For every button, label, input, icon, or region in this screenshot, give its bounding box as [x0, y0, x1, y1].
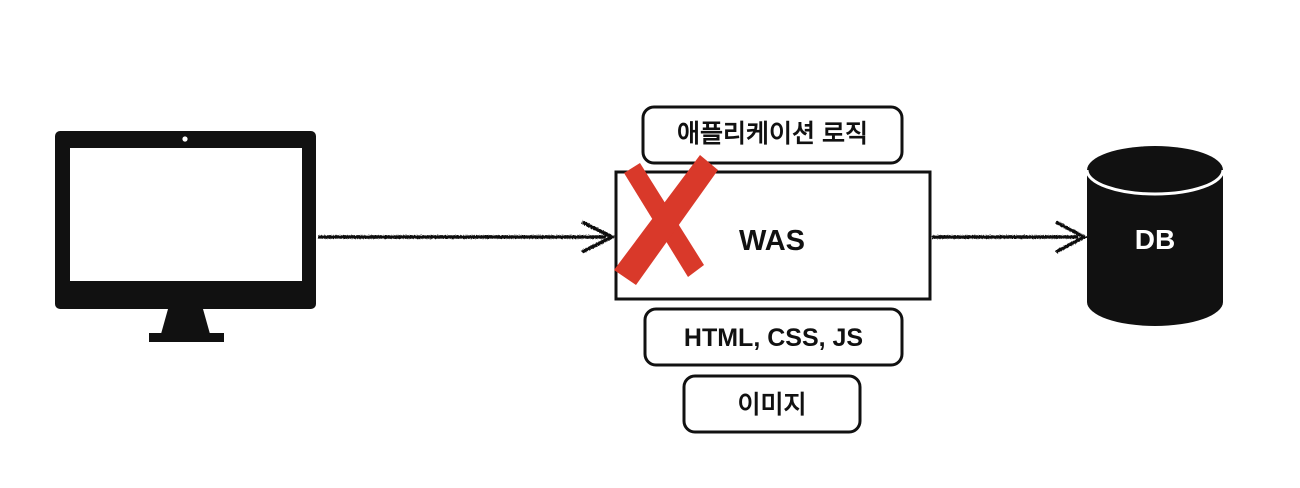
image-box: 이미지 [682, 374, 862, 434]
client-monitor-icon [55, 131, 316, 342]
red-x-mark [614, 155, 718, 285]
arrow-was-to-db [932, 220, 1088, 254]
image-label: 이미지 [737, 391, 806, 419]
arrow-client-to-was [318, 220, 616, 254]
static-files-box: HTML, CSS, JS [643, 307, 904, 367]
database-cylinder-icon: DB [1085, 146, 1225, 326]
app-logic-label: 애플리케이션 로직 [677, 120, 868, 148]
app-logic-box: 애플리케이션 로직 [641, 105, 904, 165]
static-files-label: HTML, CSS, JS [684, 324, 863, 352]
db-label: DB [1135, 224, 1175, 255]
was-label: WAS [739, 225, 805, 257]
